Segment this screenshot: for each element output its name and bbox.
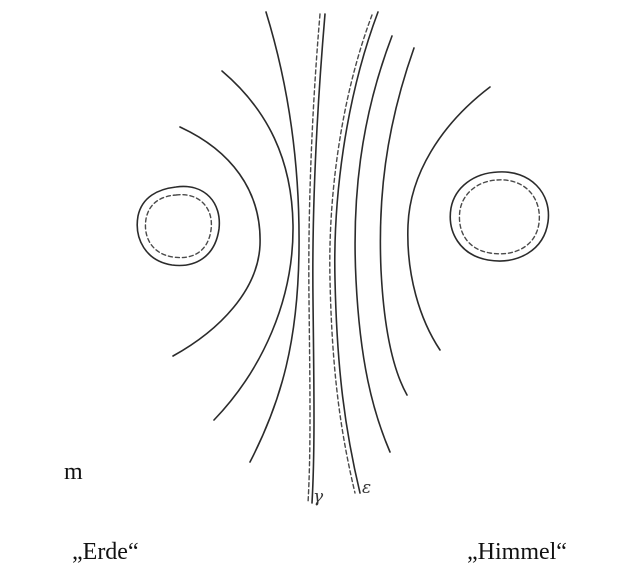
label-earth: „Erde“: [72, 540, 139, 564]
right-ring: [450, 172, 548, 261]
curve-mark-gamma: γ: [313, 487, 324, 507]
field-line-left-3: [250, 12, 299, 462]
curve-mark-epsilon: ε: [362, 478, 371, 498]
center-line-epsilon: [335, 12, 378, 493]
right-ring-inner: [459, 180, 539, 254]
field-line-right-3: [408, 87, 490, 350]
center-line-epsilon-dashed: [330, 15, 372, 493]
left-ring-inner: [145, 195, 211, 258]
label-sky: „Himmel“: [467, 540, 567, 564]
margin-letter: m: [64, 460, 83, 484]
right-ring-outer: [450, 172, 548, 261]
left-ring: [137, 186, 219, 265]
left-ring-outer: [137, 186, 219, 265]
field-line-right-1: [355, 36, 392, 452]
field-line-left-2: [214, 71, 293, 420]
